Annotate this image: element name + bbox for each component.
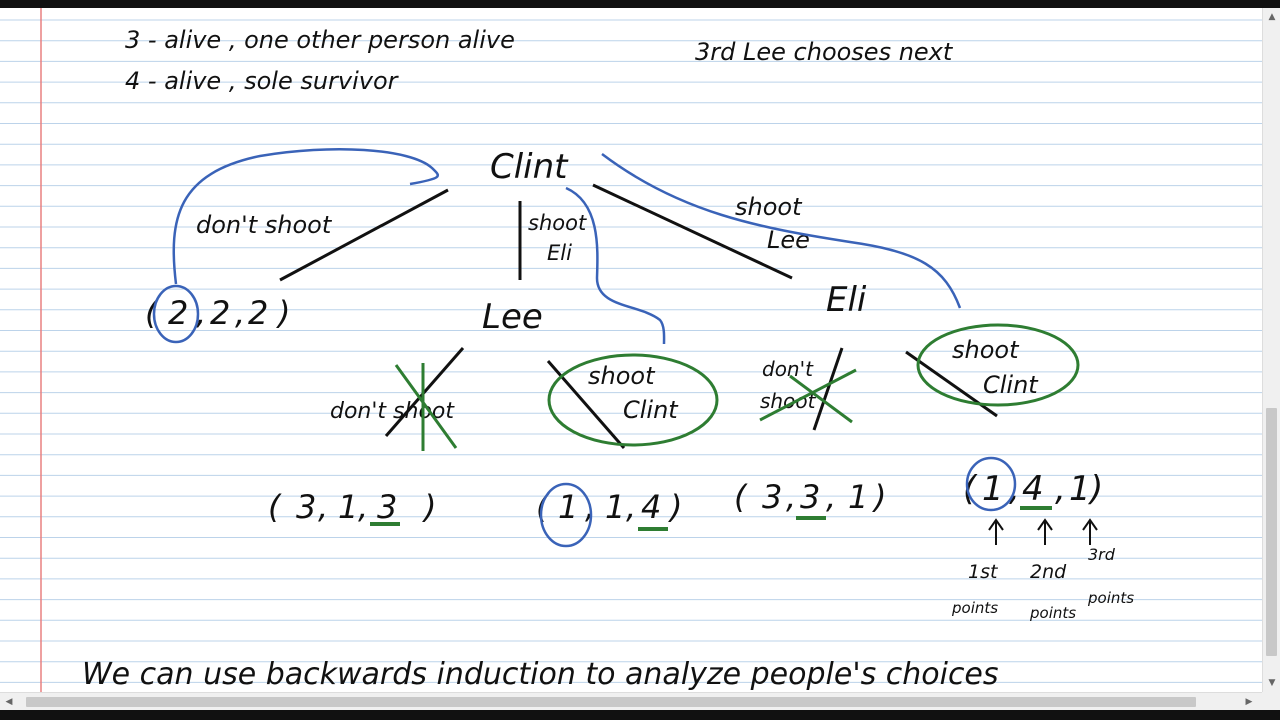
payoff-d: ( 1 , 4 , 1 ) (963, 469, 1103, 509)
svg-text:): ) (668, 488, 682, 526)
crossout-eli-dont-shoot (759, 368, 857, 424)
scroll-down-icon[interactable]: ▼ (1268, 678, 1276, 688)
svg-text:3: 3 (296, 488, 316, 526)
horizontal-scroll-thumb[interactable] (26, 697, 1196, 707)
ruled-lines (0, 19, 1262, 683)
svg-text:1: 1 (848, 478, 868, 516)
svg-text:(: ( (268, 488, 282, 526)
label-eli-shoot-2: shoot (952, 336, 1020, 364)
circle-b-clint (539, 482, 593, 548)
svg-text:2: 2 (248, 294, 268, 332)
scroll-left-icon[interactable]: ◀ (5, 697, 13, 707)
node-eli: Eli (826, 280, 867, 320)
svg-text:1: 1 (982, 469, 1004, 509)
annotation-points-1: points (951, 599, 998, 617)
svg-text:(: ( (734, 478, 748, 516)
horizontal-scrollbar[interactable]: ◀ ▶ (0, 692, 1262, 710)
annotation-first: 1st (968, 561, 999, 583)
svg-text:4: 4 (641, 488, 661, 526)
label-eli-clint: Clint (983, 371, 1039, 399)
svg-text:1: 1 (558, 488, 578, 526)
svg-text:,: , (1055, 469, 1066, 509)
svg-text:): ) (1087, 469, 1103, 509)
svg-text:3: 3 (762, 478, 782, 516)
label-lee-shoot: shoot (588, 362, 656, 390)
bottom-sentence: We can use backwards induction to analyz… (82, 657, 999, 692)
eli-dont-shoot-line (812, 347, 844, 431)
payoff-a: ( 3 , 1 , 3 ) (268, 488, 436, 526)
window-top-bar (0, 0, 1280, 8)
label-shoot-lee-1: shoot (735, 193, 803, 221)
circle-eli-shoot-clint (916, 323, 1080, 407)
svg-text:): ) (422, 488, 436, 526)
crossout-lee-dont-shoot (394, 363, 458, 451)
annotation-points-3: points (1087, 589, 1134, 607)
annotation-second: 2nd (1030, 561, 1067, 583)
circle-lee-shoot-clint (547, 353, 719, 447)
annotation-points-2: points (1029, 604, 1076, 622)
note-order-lee: 3rd Lee chooses next (695, 38, 954, 66)
svg-text:,: , (626, 488, 636, 526)
scrollbar-corner (1262, 692, 1280, 710)
svg-text:2: 2 (210, 294, 230, 332)
circle-d-clint (965, 456, 1017, 512)
label-shoot-eli-2: Eli (547, 241, 572, 265)
label-dont-shoot: don't shoot (196, 211, 333, 239)
label-eli-shoot: shoot (760, 389, 817, 413)
svg-text:,: , (235, 294, 245, 332)
node-lee: Lee (482, 297, 543, 337)
svg-text:2: 2 (168, 294, 188, 332)
annotation-arrows (988, 518, 1098, 545)
svg-text:,: , (196, 294, 206, 332)
svg-text:,: , (786, 478, 796, 516)
window-bottom-bar (0, 710, 1280, 720)
note-line-4: 4 - alive , sole survivor (125, 67, 400, 95)
blue-backward-arrows (172, 148, 962, 345)
scroll-up-icon[interactable]: ▲ (1268, 12, 1276, 22)
svg-text:,: , (318, 488, 328, 526)
branch-dont-shoot-line (279, 188, 449, 282)
notebook-page: 3 - alive , one other person alive 4 - a… (0, 8, 1262, 692)
branch-shoot-lee-line (592, 183, 793, 280)
svg-text:): ) (276, 294, 290, 332)
annotation-third: 3rd (1088, 545, 1116, 564)
scroll-right-icon[interactable]: ▶ (1245, 697, 1253, 707)
svg-text:1: 1 (1069, 469, 1091, 509)
svg-text:,: , (826, 478, 836, 516)
vertical-scrollbar[interactable]: ▲ ▼ (1262, 8, 1280, 692)
notebook-canvas: 3 - alive , one other person alive 4 - a… (0, 8, 1262, 692)
payoff-b: ( 1 , 1 , 4 ) (536, 488, 682, 526)
payoff-c: ( 3 , 3 , 1 ) (734, 478, 886, 516)
svg-text:3: 3 (377, 488, 397, 526)
svg-text:,: , (358, 488, 368, 526)
label-lee-clint: Clint (623, 396, 679, 424)
vertical-scroll-thumb[interactable] (1266, 408, 1277, 656)
note-line-3: 3 - alive , one other person alive (125, 26, 515, 54)
svg-text:1: 1 (605, 488, 625, 526)
payoff-root: ( 2 , 2 , 2 ) (145, 294, 290, 332)
svg-text:): ) (872, 478, 886, 516)
svg-text:3: 3 (800, 478, 820, 516)
svg-text:1: 1 (338, 488, 358, 526)
node-clint: Clint (490, 147, 569, 187)
label-eli-dont: don't (762, 357, 814, 381)
circle-root-clint-payoff (152, 284, 200, 344)
svg-text:4: 4 (1022, 469, 1044, 509)
label-shoot-eli-1: shoot (528, 211, 587, 235)
